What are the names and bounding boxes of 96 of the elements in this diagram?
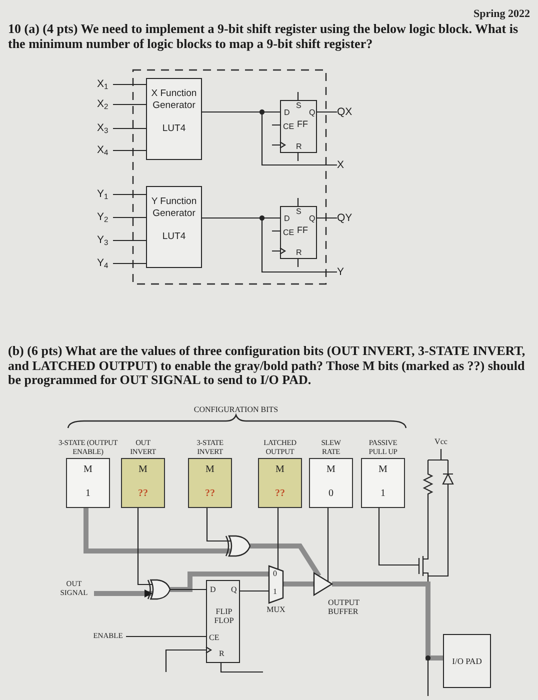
wire [170,588,206,590]
bit-value: ?? [204,488,216,500]
memory-cell-label: M [204,464,216,476]
component-label: Vcc [434,437,448,446]
section-heading: CONFIGURATION BITS [192,405,280,414]
wire [113,194,146,196]
signal-label: X$_{4}$ [97,144,113,157]
pin-label: D [284,214,290,223]
wire [113,216,146,218]
wire [202,109,265,115]
highlighted-wire [170,572,269,592]
memory-cell-label: M [378,464,388,476]
signal-label: X [337,159,347,171]
wire [277,508,279,570]
pin-label: D [284,108,290,117]
signal-label: X$_{1}$ [97,78,113,91]
block-label: Y Function Generator [150,196,198,220]
pull-up-circuit-drawing [419,448,454,581]
pin-label: Q [231,585,237,594]
xor-gate-symbol [226,536,250,556]
block-label: LUT4 [162,231,186,243]
signal-label: QX [337,106,355,118]
flip-flop-box [280,206,317,259]
multiplexer-symbol [269,566,283,603]
pad-label: I/O PAD [452,656,482,666]
pin-label: R [219,649,224,658]
wire [137,508,152,586]
block-label: X Function Generator [150,88,198,112]
date-label: Spring 2022 [472,8,530,21]
pin-label: Q [309,108,316,117]
wire [113,262,146,264]
pin-label: CE [283,228,294,237]
pin-label: R [296,142,302,151]
wire [261,218,337,273]
question-text: (b) (6 pts) What are the values of three configuration bits (OUT INVERT, 3-STATE INVERT, and LATCHED OUTPUT) to enable the gray/bold path? Those M bits (marked as ??) should be programmed for OUT SIGNAL to send to I/O PAD. [8,344,526,388]
input-label: 1 [273,587,277,596]
pin-label: Q [309,214,316,223]
signal-label: Y$_{3}$ [97,234,113,247]
function-generator-box [146,186,202,268]
signal-label: QY [337,212,355,224]
buffer-symbol [314,573,332,595]
flip-flop-box [280,100,317,153]
wire [113,240,146,242]
wire [317,217,337,219]
component-label: OUTPUT BUFFER [328,598,360,616]
highlighted-wire [84,508,230,554]
wire [378,508,419,566]
highlighted-wire [283,582,314,586]
bit-value: 1 [380,488,386,500]
memory-cell-label: M [82,464,94,476]
pin-label: S [296,101,302,110]
signal-label: Y$_{1}$ [97,188,113,201]
wire [113,150,146,152]
wire [113,84,146,86]
pin-label: S [296,207,302,216]
xor-gate-symbol [148,580,170,599]
highlighted-wire [94,590,152,598]
question-text: 10 (a) (4 pts) We need to implement a 9-bit shift register using the below logic block. What is the minimum number of logic blocks to map a 9-bit shift register? [8,22,520,51]
function-generator-box [146,78,202,160]
wire [113,128,146,130]
block-label: LUT4 [162,123,186,135]
signal-label: Y$_{2}$ [97,211,113,224]
memory-cell-label: M [274,464,286,476]
flip-flop-label: FLIP FLOP [213,607,235,625]
wire [202,215,265,221]
wire [262,111,280,113]
wire [113,104,146,106]
component-label: MUX [266,605,286,614]
wire [261,112,337,166]
bit-value: ?? [137,488,149,500]
wire [262,217,280,219]
flip-flop-label: FF [297,226,308,235]
wire [317,111,337,113]
signal-label: Y [337,266,347,278]
pin-label: CE [209,633,220,642]
bit-value: 0 [328,488,334,500]
flip-flop-box [206,580,240,663]
wire [327,508,329,582]
flip-flop-label: FF [297,120,308,129]
wire [206,508,230,542]
pin-label: R [296,248,302,257]
memory-cell-label: M [138,464,148,476]
wire [126,636,206,638]
signal-label: X$_{3}$ [97,122,113,135]
signal-label: X$_{2}$ [97,98,113,111]
io-pad-box [443,634,491,688]
memory-cell-label: M [326,464,336,476]
pin-label: D [210,585,216,594]
bit-value: ?? [274,488,286,500]
signal-label: Y$_{4}$ [97,257,113,270]
wire [240,590,269,592]
bit-value: 1 [84,488,92,500]
highlighted-wire [332,582,443,660]
highlighted-wire [250,544,322,578]
pin-label: CE [283,122,294,131]
input-label: 0 [273,569,277,578]
